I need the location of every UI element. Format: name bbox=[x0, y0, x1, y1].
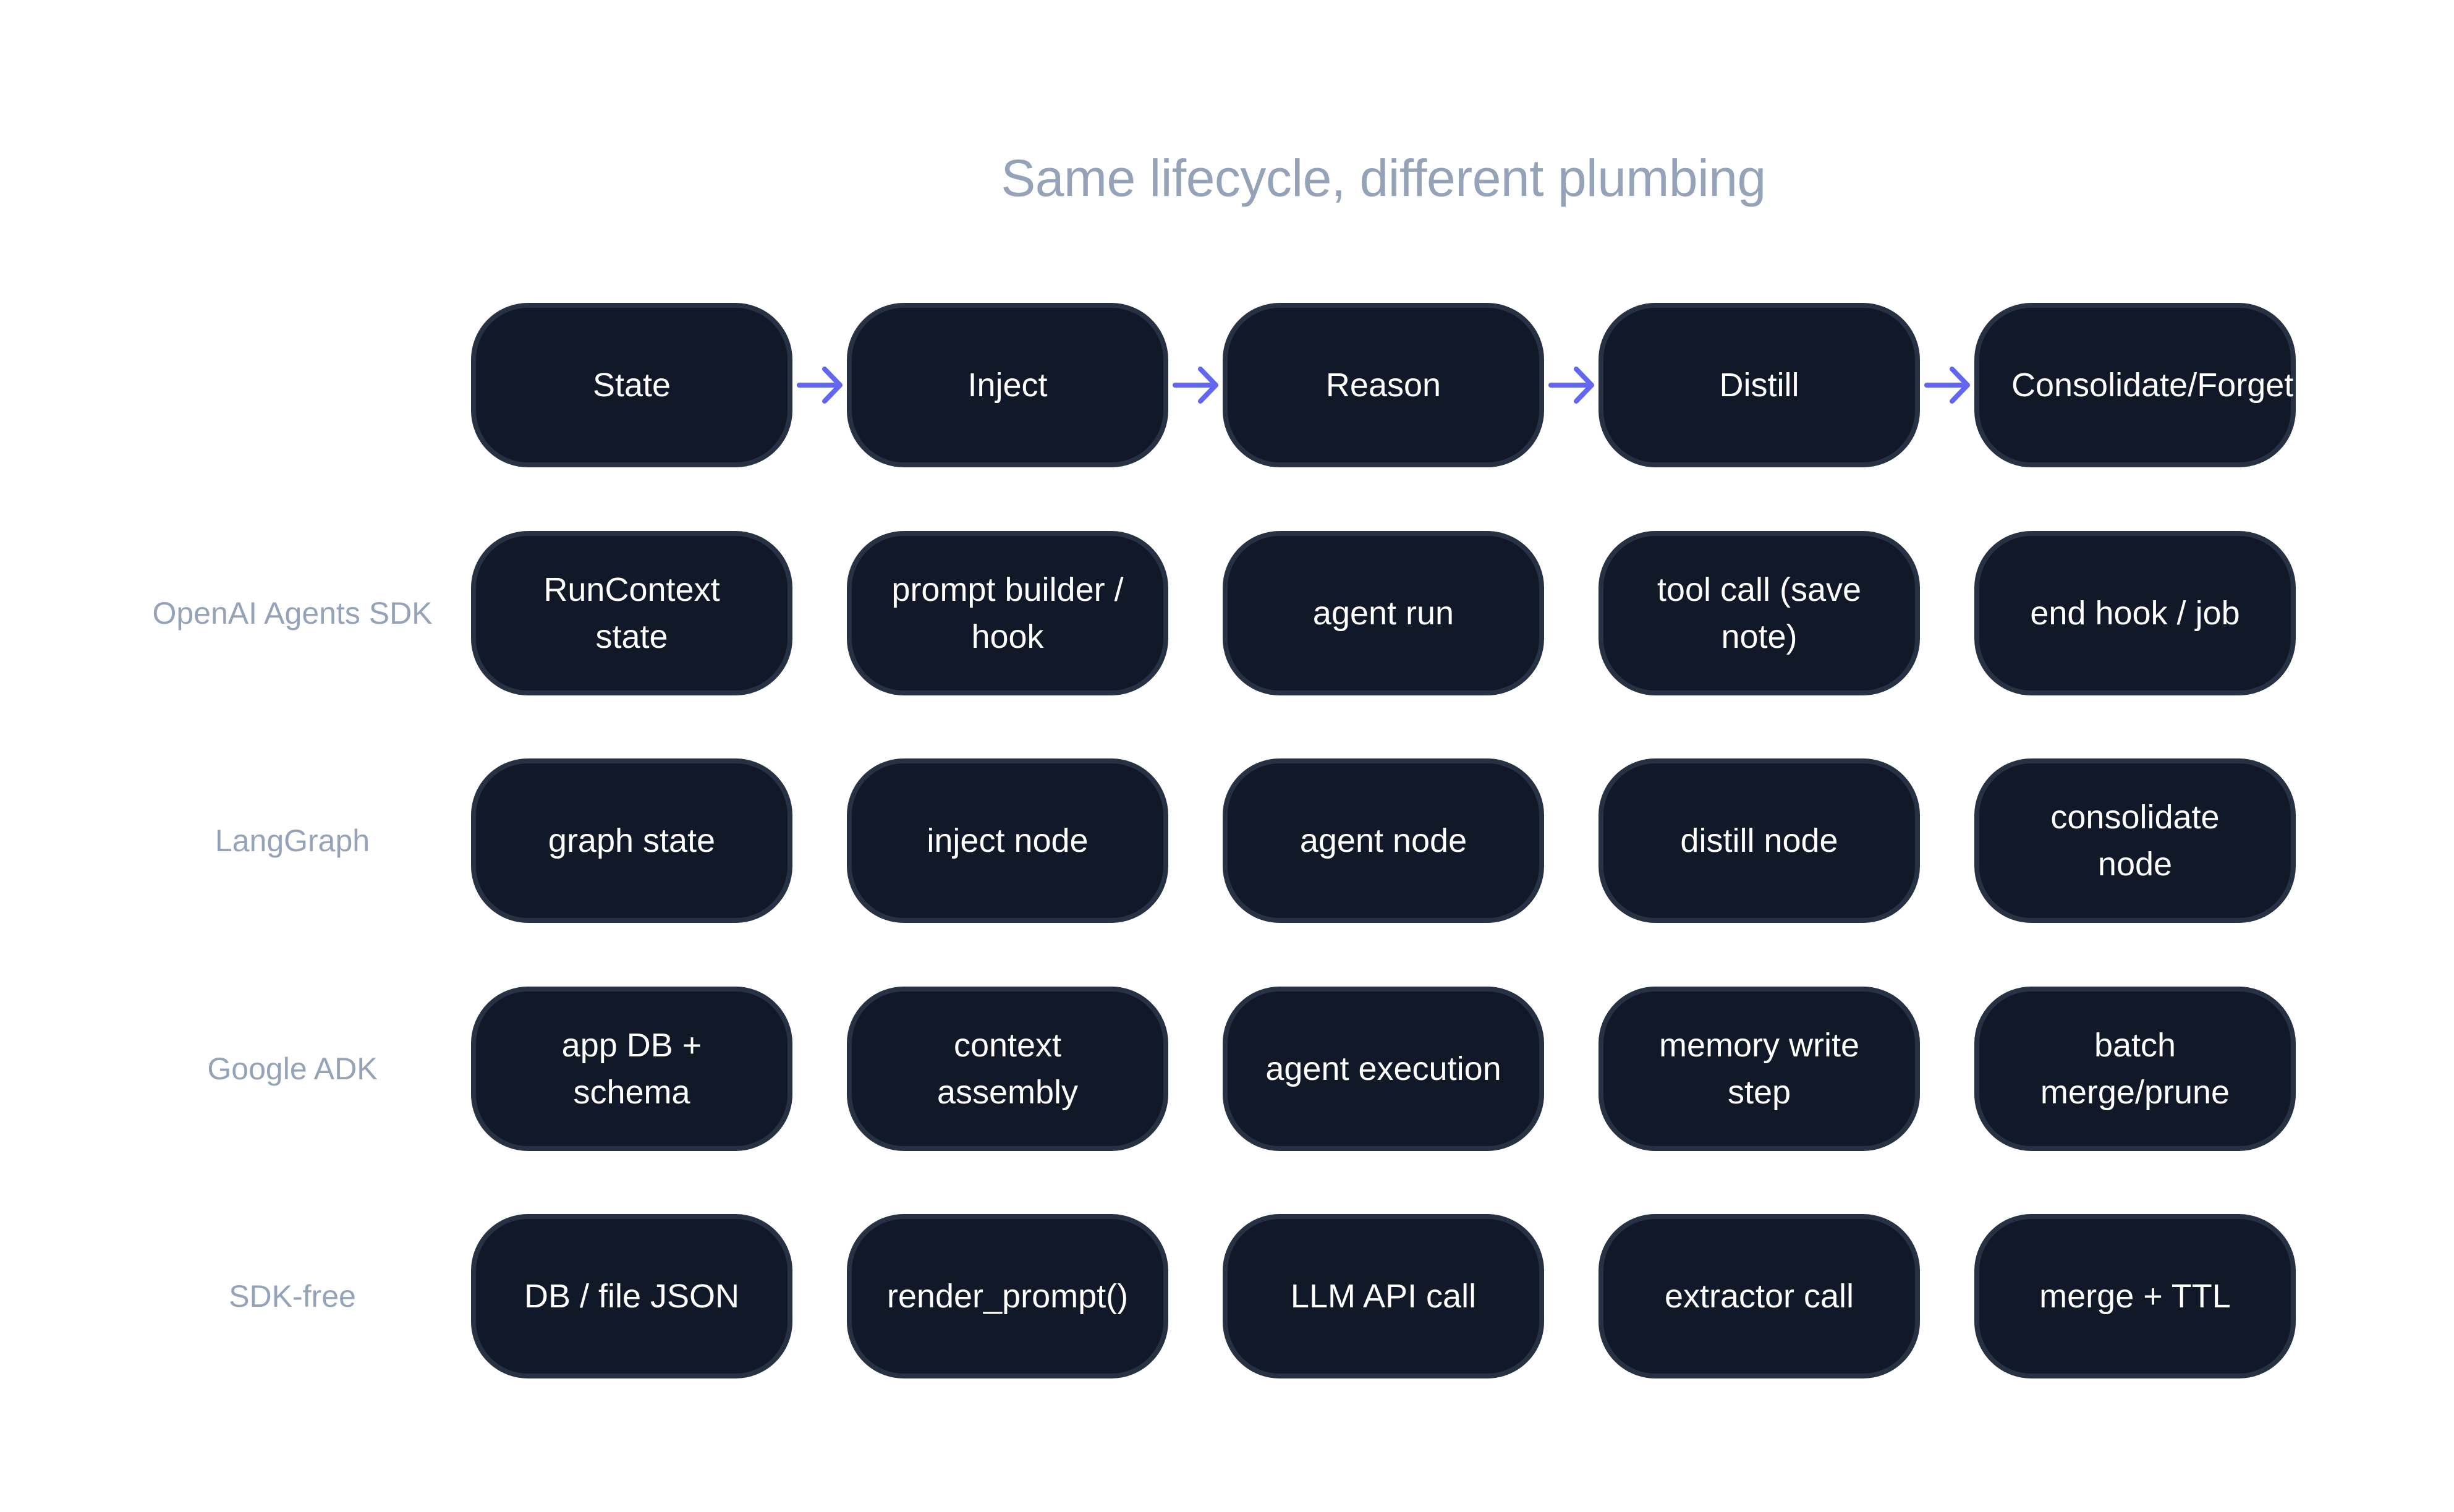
mapping-node: graph state bbox=[471, 758, 792, 923]
node-label: distill node bbox=[1680, 822, 1838, 859]
mapping-node: inject node bbox=[847, 758, 1168, 923]
node-label: RunContext state bbox=[543, 571, 720, 655]
arrow-right-icon bbox=[1171, 363, 1220, 407]
node-label: consolidate node bbox=[2050, 799, 2220, 883]
node-label: memory write step bbox=[1658, 1026, 1860, 1111]
mapping-node: distill node bbox=[1598, 758, 1920, 923]
node-label: LLM API call bbox=[1290, 1278, 1477, 1315]
row-label-langgraph: LangGraph bbox=[214, 823, 370, 858]
node-label: agent node bbox=[1299, 822, 1467, 859]
node-label: Consolidate/Forget bbox=[2011, 367, 2294, 404]
stage-node-reason: Reason bbox=[1223, 303, 1544, 467]
mapping-node: prompt builder / hook bbox=[847, 530, 1168, 695]
node-label: prompt builder / hook bbox=[891, 571, 1124, 655]
mapping-node: LLM API call bbox=[1223, 1214, 1544, 1378]
node-label: agent execution bbox=[1265, 1050, 1501, 1087]
node-label: DB / file JSON bbox=[524, 1278, 740, 1315]
mapping-node: render_prompt() bbox=[847, 1214, 1168, 1378]
node-label: app DB + schema bbox=[561, 1026, 702, 1111]
node-label: State bbox=[592, 367, 671, 404]
stage-node-state: State bbox=[471, 303, 792, 467]
mapping-node: batch merge/prune bbox=[1974, 986, 2296, 1151]
arrow-right-icon bbox=[1922, 363, 1972, 407]
node-label: render_prompt() bbox=[886, 1278, 1129, 1315]
mapping-node: agent execution bbox=[1223, 986, 1544, 1151]
node-label: inject node bbox=[927, 822, 1089, 859]
node-label: batch merge/prune bbox=[2040, 1026, 2230, 1111]
arrow-right-icon bbox=[795, 363, 844, 407]
mapping-node: agent node bbox=[1223, 758, 1544, 923]
mapping-node: agent run bbox=[1223, 530, 1544, 695]
row-label-openai-agents-sdk: OpenAI Agents SDK bbox=[152, 595, 433, 631]
stage-node-consolidate-forget: Consolidate/Forget bbox=[1974, 303, 2296, 467]
node-label: Reason bbox=[1325, 367, 1441, 404]
mapping-node: tool call (save note) bbox=[1598, 530, 1920, 695]
mapping-node: context assembly bbox=[847, 986, 1168, 1151]
stage-node-distill: Distill bbox=[1598, 303, 1920, 467]
mapping-node: app DB + schema bbox=[471, 986, 792, 1151]
row-label-google-adk: Google ADK bbox=[207, 1051, 378, 1086]
mapping-node: memory write step bbox=[1598, 986, 1920, 1151]
mapping-node: end hook / job bbox=[1974, 530, 2296, 695]
node-label: tool call (save note) bbox=[1657, 571, 1862, 655]
mapping-node: DB / file JSON bbox=[471, 1214, 792, 1378]
stage-node-inject: Inject bbox=[847, 303, 1168, 467]
row-label-sdk-free: SDK-free bbox=[229, 1279, 356, 1314]
node-label: merge + TTL bbox=[2039, 1278, 2231, 1315]
node-label: extractor call bbox=[1664, 1278, 1854, 1315]
mapping-node: consolidate node bbox=[1974, 758, 2296, 923]
node-label: Distill bbox=[1719, 367, 1799, 404]
mapping-node: RunContext state bbox=[471, 530, 792, 695]
mapping-node: merge + TTL bbox=[1974, 1214, 2296, 1378]
diagram-title: Same lifecycle, different plumbing bbox=[1001, 149, 1766, 207]
node-label: graph state bbox=[548, 822, 716, 859]
node-label: context assembly bbox=[936, 1026, 1079, 1111]
mapping-node: extractor call bbox=[1598, 1214, 1920, 1378]
node-label: agent run bbox=[1312, 594, 1454, 632]
node-label: end hook / job bbox=[2030, 594, 2240, 632]
arrow-right-icon bbox=[1547, 363, 1596, 407]
node-label: Inject bbox=[967, 367, 1048, 404]
